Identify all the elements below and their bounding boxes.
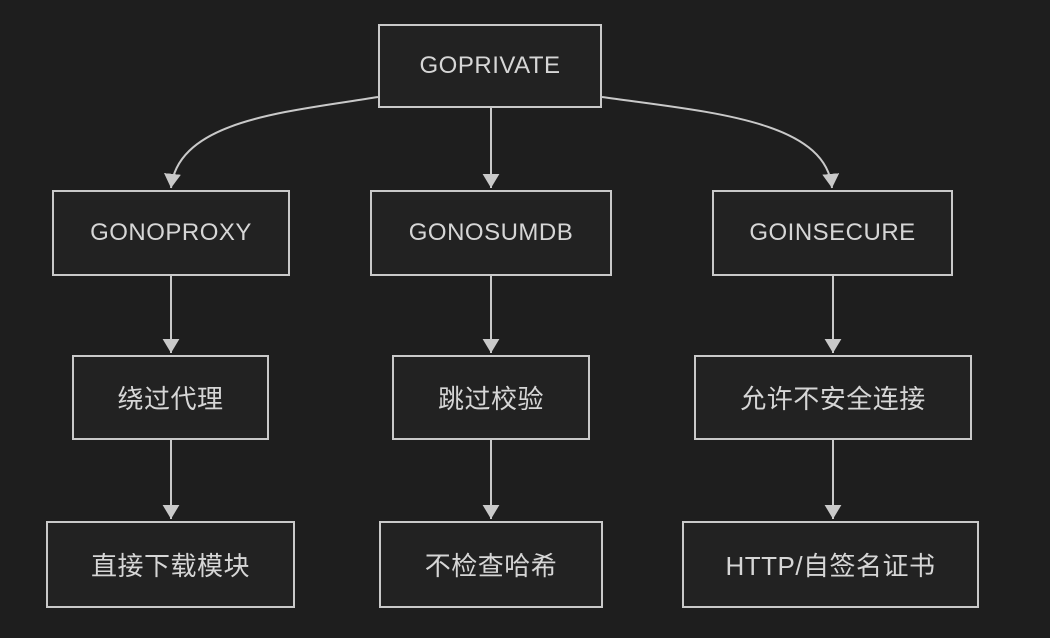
node-goprivate: GOPRIVATE (378, 24, 602, 108)
node-direct-download-modules: 直接下载模块 (46, 521, 295, 608)
edge-goprivate-gonoproxy (164, 96, 379, 189)
node-gonosumdb: GONOSUMDB (370, 190, 612, 276)
node-gonoproxy: GONOPROXY (52, 190, 290, 276)
edge-goprivate-goinsecure (601, 96, 840, 189)
node-allow-insecure-connection: 允许不安全连接 (694, 355, 972, 440)
node-no-hash-check: 不检查哈希 (379, 521, 603, 608)
node-http-self-signed-cert: HTTP/自签名证书 (682, 521, 979, 608)
node-bypass-proxy: 绕过代理 (72, 355, 269, 440)
node-goinsecure: GOINSECURE (712, 190, 953, 276)
node-skip-verification: 跳过校验 (392, 355, 590, 440)
